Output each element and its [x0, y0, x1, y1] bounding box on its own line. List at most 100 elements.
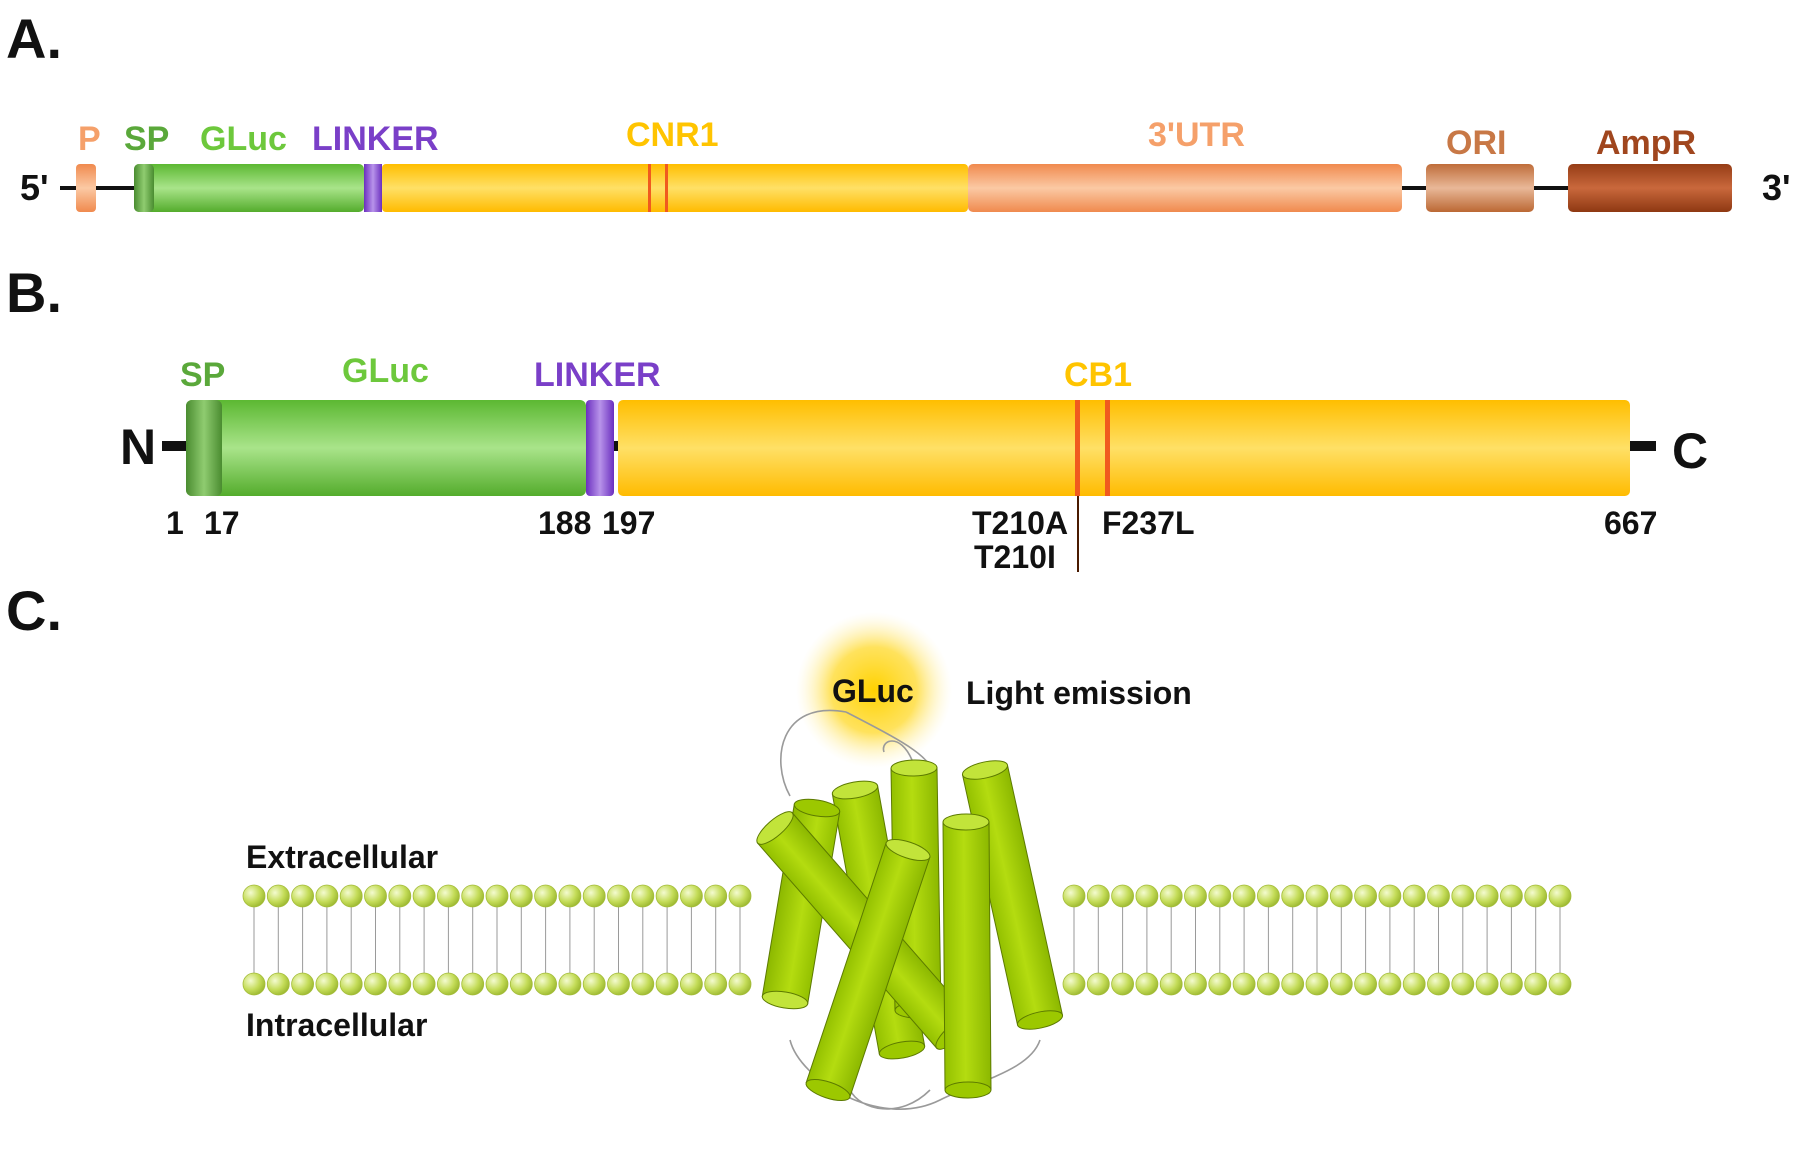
lipid-head: [1208, 884, 1232, 908]
lipid-head: [1305, 884, 1329, 908]
helix-top-cap: [890, 759, 938, 777]
lipid-head: [509, 884, 533, 908]
lipid-head: [558, 884, 582, 908]
lipid-head: [631, 884, 655, 908]
position-197: 197: [602, 505, 655, 541]
mutation-t210a: T210A: [972, 505, 1068, 541]
helix-top-cap: [885, 838, 931, 862]
segment-gluc-b: [186, 400, 586, 496]
lipid-head: [655, 972, 679, 996]
lipid-head: [266, 972, 290, 996]
lipid-bilayer: [242, 884, 1572, 996]
lipid-head: [1232, 972, 1256, 996]
c-terminus-label: C: [1672, 423, 1708, 479]
label-ori: ORI: [1446, 124, 1506, 162]
label-sp-a: SP: [124, 120, 169, 158]
lipid-head: [388, 972, 412, 996]
five-prime-label: 5': [20, 167, 49, 208]
lipid-head: [1378, 884, 1402, 908]
lipid-head: [582, 884, 606, 908]
lipid-head: [1305, 972, 1329, 996]
segment-sp-b: [186, 400, 222, 496]
helix-bottom-cap: [1016, 1010, 1064, 1030]
segment-3utr: [968, 164, 1402, 212]
lipid-head: [1257, 884, 1280, 908]
panel-a-letter: A.: [6, 7, 62, 70]
lipid-head: [364, 972, 387, 996]
mutation-mark-a-1: [648, 164, 651, 212]
lipid-head: [631, 972, 655, 996]
lipid-head: [364, 884, 387, 908]
lipid-head: [412, 884, 436, 908]
lipid-head: [1451, 884, 1475, 908]
lipid-head: [485, 972, 509, 996]
lipid-head: [1475, 972, 1499, 996]
segment-cnr1: [382, 164, 968, 212]
lipid-head: [485, 884, 509, 908]
helix-top-cap: [756, 811, 794, 845]
lipid-head: [242, 972, 266, 996]
lipid-head: [1329, 884, 1353, 908]
panel-b-letter: B.: [6, 261, 62, 324]
label-ampr: AmpR: [1596, 124, 1696, 162]
helix-top-cap: [961, 760, 1009, 780]
lipid-head: [558, 972, 582, 996]
helix-top-cap: [942, 813, 990, 831]
label-cb1: CB1: [1064, 356, 1132, 394]
lipid-head: [1427, 972, 1450, 996]
segment-gluc: [134, 164, 364, 212]
mutation-f237l: F237L: [1102, 505, 1194, 541]
gluc-label-c: GLuc: [832, 673, 914, 709]
lipid-head: [291, 972, 315, 996]
lipid-head: [315, 884, 339, 908]
lipid-head: [704, 972, 728, 996]
lipid-head: [1354, 884, 1377, 908]
segment-sp: [134, 164, 154, 212]
lipid-head: [728, 972, 752, 996]
lipid-head: [607, 972, 630, 996]
panel-c-letter: C.: [6, 579, 62, 642]
lipid-head: [1524, 972, 1548, 996]
label-linker-a: LINKER: [312, 120, 439, 158]
mutation-t210i: T210I: [974, 539, 1056, 575]
helix-top-cap: [831, 780, 879, 800]
three-prime-label: 3': [1762, 167, 1791, 208]
lipid-head: [1451, 972, 1475, 996]
lipid-head: [266, 884, 290, 908]
mutation-mark-a-2: [665, 164, 668, 212]
lipid-head: [509, 972, 533, 996]
lipid-head: [655, 884, 679, 908]
segment-cb1: [618, 400, 1630, 496]
lipid-head: [1208, 972, 1232, 996]
label-3utr: 3'UTR: [1148, 116, 1245, 154]
helix-bottom-cap: [805, 1078, 851, 1102]
lipid-head: [1281, 884, 1305, 908]
lipid-head: [1159, 972, 1183, 996]
helix-bottom-cap: [878, 1040, 926, 1060]
lipid-head: [412, 972, 436, 996]
extracellular-label: Extracellular: [246, 839, 438, 875]
label-gluc-a: GLuc: [200, 120, 287, 158]
lipid-head: [1135, 972, 1159, 996]
lipid-head: [1135, 884, 1159, 908]
lipid-head: [1500, 884, 1523, 908]
label-linker-b: LINKER: [534, 356, 661, 394]
label-cnr1: CNR1: [626, 116, 719, 154]
intracellular-label: Intracellular: [246, 1007, 427, 1043]
label-gluc-b: GLuc: [342, 352, 429, 390]
lipid-head: [1111, 884, 1134, 908]
position-188: 188: [538, 505, 591, 541]
lipid-head: [680, 972, 703, 996]
lipid-head: [1257, 972, 1280, 996]
helix-top-cap: [761, 990, 809, 1010]
lipid-head: [534, 972, 557, 996]
lipid-head: [582, 972, 606, 996]
helix-6: [805, 838, 931, 1102]
helix-7: [942, 813, 992, 1099]
lipid-head: [339, 884, 363, 908]
lipid-head: [1062, 972, 1086, 996]
lipid-head: [1475, 884, 1499, 908]
lipid-head: [1111, 972, 1134, 996]
segment-linker: [364, 164, 382, 212]
